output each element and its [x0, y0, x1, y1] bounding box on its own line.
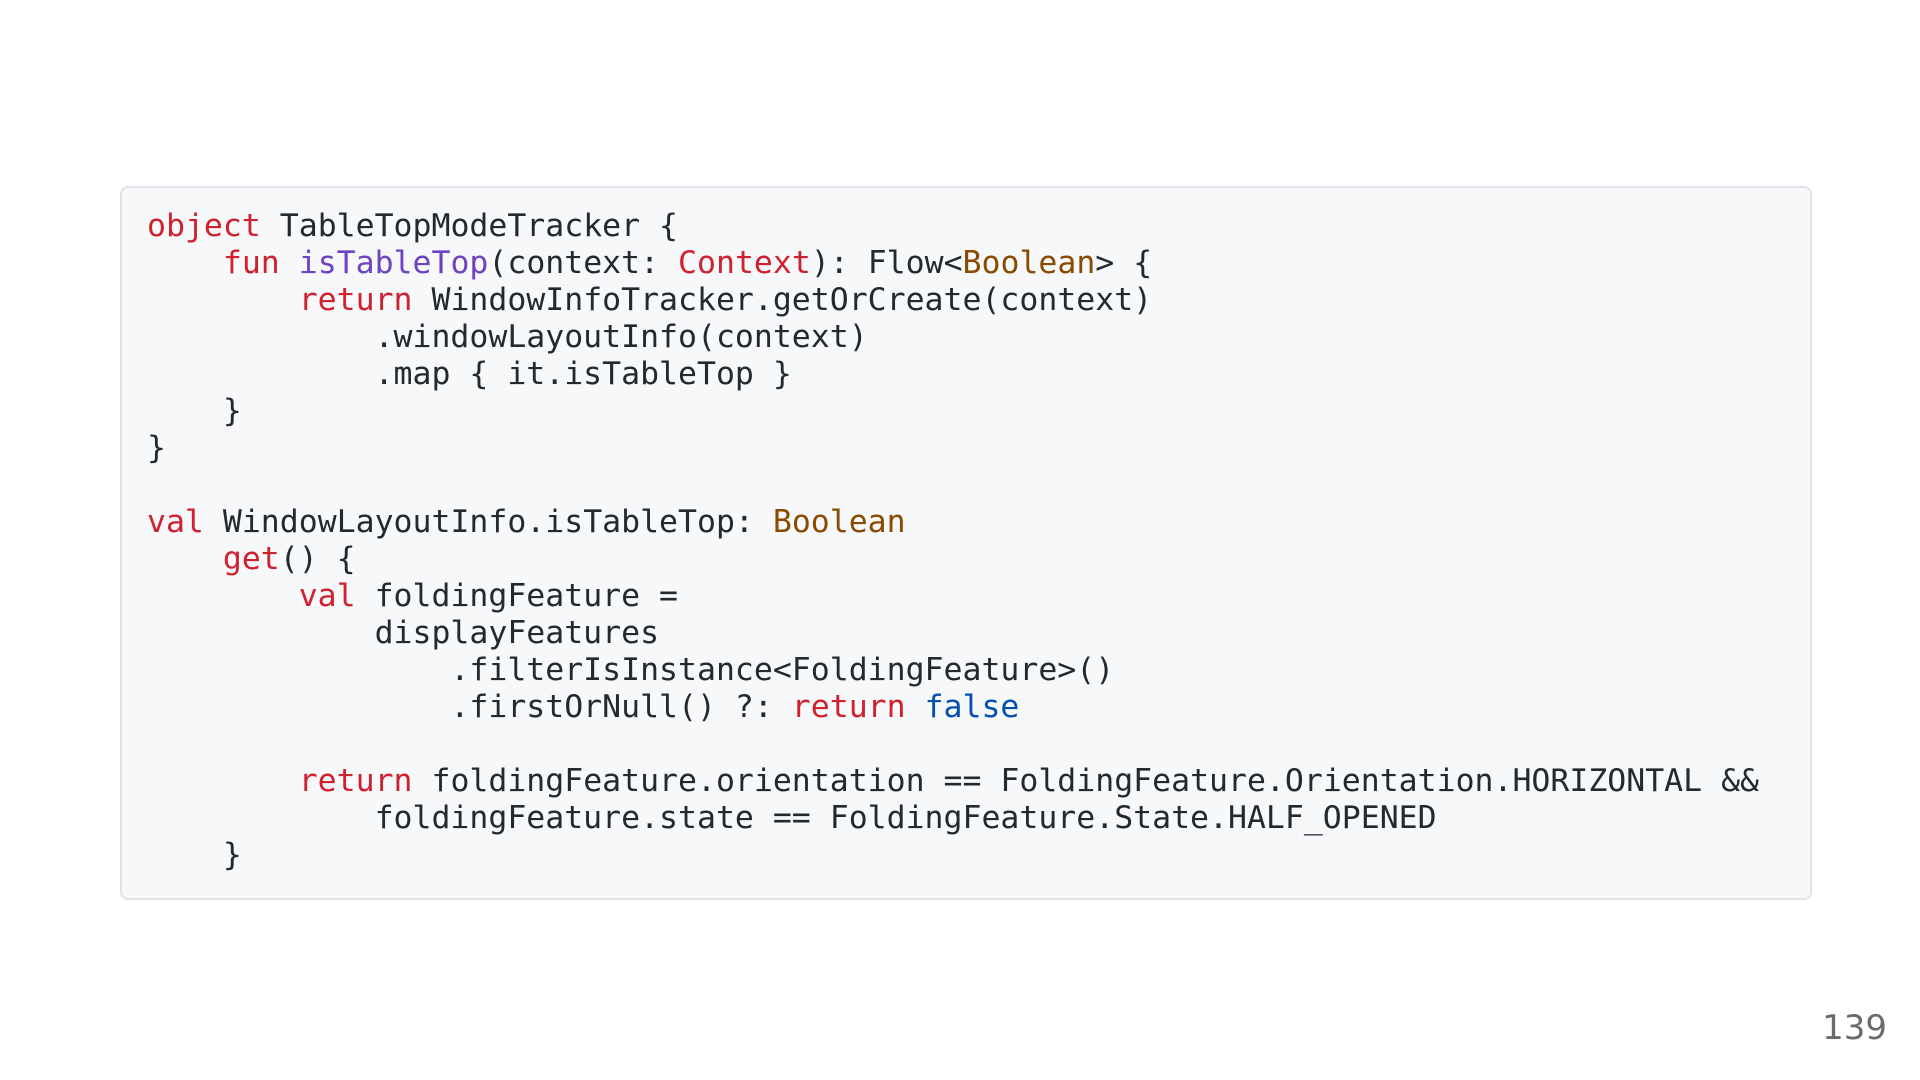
code-line: .filterIsInstance<FoldingFeature>()	[147, 652, 1810, 689]
code-token: return	[298, 282, 413, 318]
code-token: val	[298, 578, 356, 614]
code-token: }	[147, 393, 242, 429]
code-token: () {	[279, 541, 356, 577]
code-line: get() {	[147, 541, 1810, 578]
code-line: val foldingFeature =	[147, 578, 1810, 615]
code-token: > {	[1095, 245, 1153, 281]
code-token	[147, 541, 223, 577]
code-token: .filterIsInstance<FoldingFeature>()	[147, 652, 1115, 688]
code-token: displayFeatures	[147, 615, 660, 651]
code-token: }	[147, 837, 242, 873]
code-token	[906, 689, 925, 725]
code-line: foldingFeature.state == FoldingFeature.S…	[147, 800, 1810, 837]
code-line: .firstOrNull() ?: return false	[147, 689, 1810, 726]
code-line: .map { it.isTableTop }	[147, 356, 1810, 393]
code-line: }	[147, 393, 1810, 430]
code-token: Boolean	[962, 245, 1096, 281]
code-line: object TableTopModeTracker {	[147, 208, 1810, 245]
code-block: object TableTopModeTracker { fun isTable…	[120, 186, 1812, 900]
code-token: get	[222, 541, 280, 577]
code-token: Boolean	[772, 504, 906, 540]
code-token: .windowLayoutInfo(context)	[147, 319, 868, 355]
code-token: false	[924, 689, 1020, 725]
code-token: .firstOrNull() ?:	[147, 689, 792, 725]
code-token: val	[147, 504, 204, 540]
code-token: }	[147, 430, 166, 466]
code-token: return	[791, 689, 906, 725]
code-token: foldingFeature.orientation == FoldingFea…	[412, 763, 1760, 799]
code-line: return WindowInfoTracker.getOrCreate(con…	[147, 282, 1810, 319]
code-token	[147, 578, 299, 614]
code-line: val WindowLayoutInfo.isTableTop: Boolean	[147, 504, 1810, 541]
code-token: ): Flow<	[810, 245, 963, 281]
code-token	[147, 282, 299, 318]
code-line	[147, 726, 1810, 763]
code-token: object	[147, 208, 261, 244]
code-token: return	[298, 763, 413, 799]
code-token: TableTopModeTracker {	[260, 208, 679, 244]
code-token	[147, 763, 299, 799]
code-line: fun isTableTop(context: Context): Flow<B…	[147, 245, 1810, 282]
code-line: displayFeatures	[147, 615, 1810, 652]
code-token: foldingFeature.state == FoldingFeature.S…	[147, 800, 1437, 836]
code-token: fun	[222, 245, 280, 281]
code-token: isTableTop	[298, 245, 489, 281]
code-line: }	[147, 837, 1810, 874]
code-token: WindowInfoTracker.getOrCreate(context)	[412, 282, 1153, 318]
code-token: Context	[678, 245, 811, 281]
code-token	[280, 245, 299, 281]
code-line: .windowLayoutInfo(context)	[147, 319, 1810, 356]
code-line: }	[147, 430, 1810, 467]
page-number: 139	[1822, 1008, 1887, 1048]
code-listing: object TableTopModeTracker { fun isTable…	[147, 208, 1810, 874]
code-line	[147, 467, 1810, 504]
code-token: WindowLayoutInfo.isTableTop:	[203, 504, 773, 540]
code-token: foldingFeature =	[355, 578, 679, 614]
code-line: return foldingFeature.orientation == Fol…	[147, 763, 1810, 800]
code-token	[147, 245, 223, 281]
code-token: .map { it.isTableTop }	[147, 356, 792, 392]
code-token: (context:	[488, 245, 679, 281]
